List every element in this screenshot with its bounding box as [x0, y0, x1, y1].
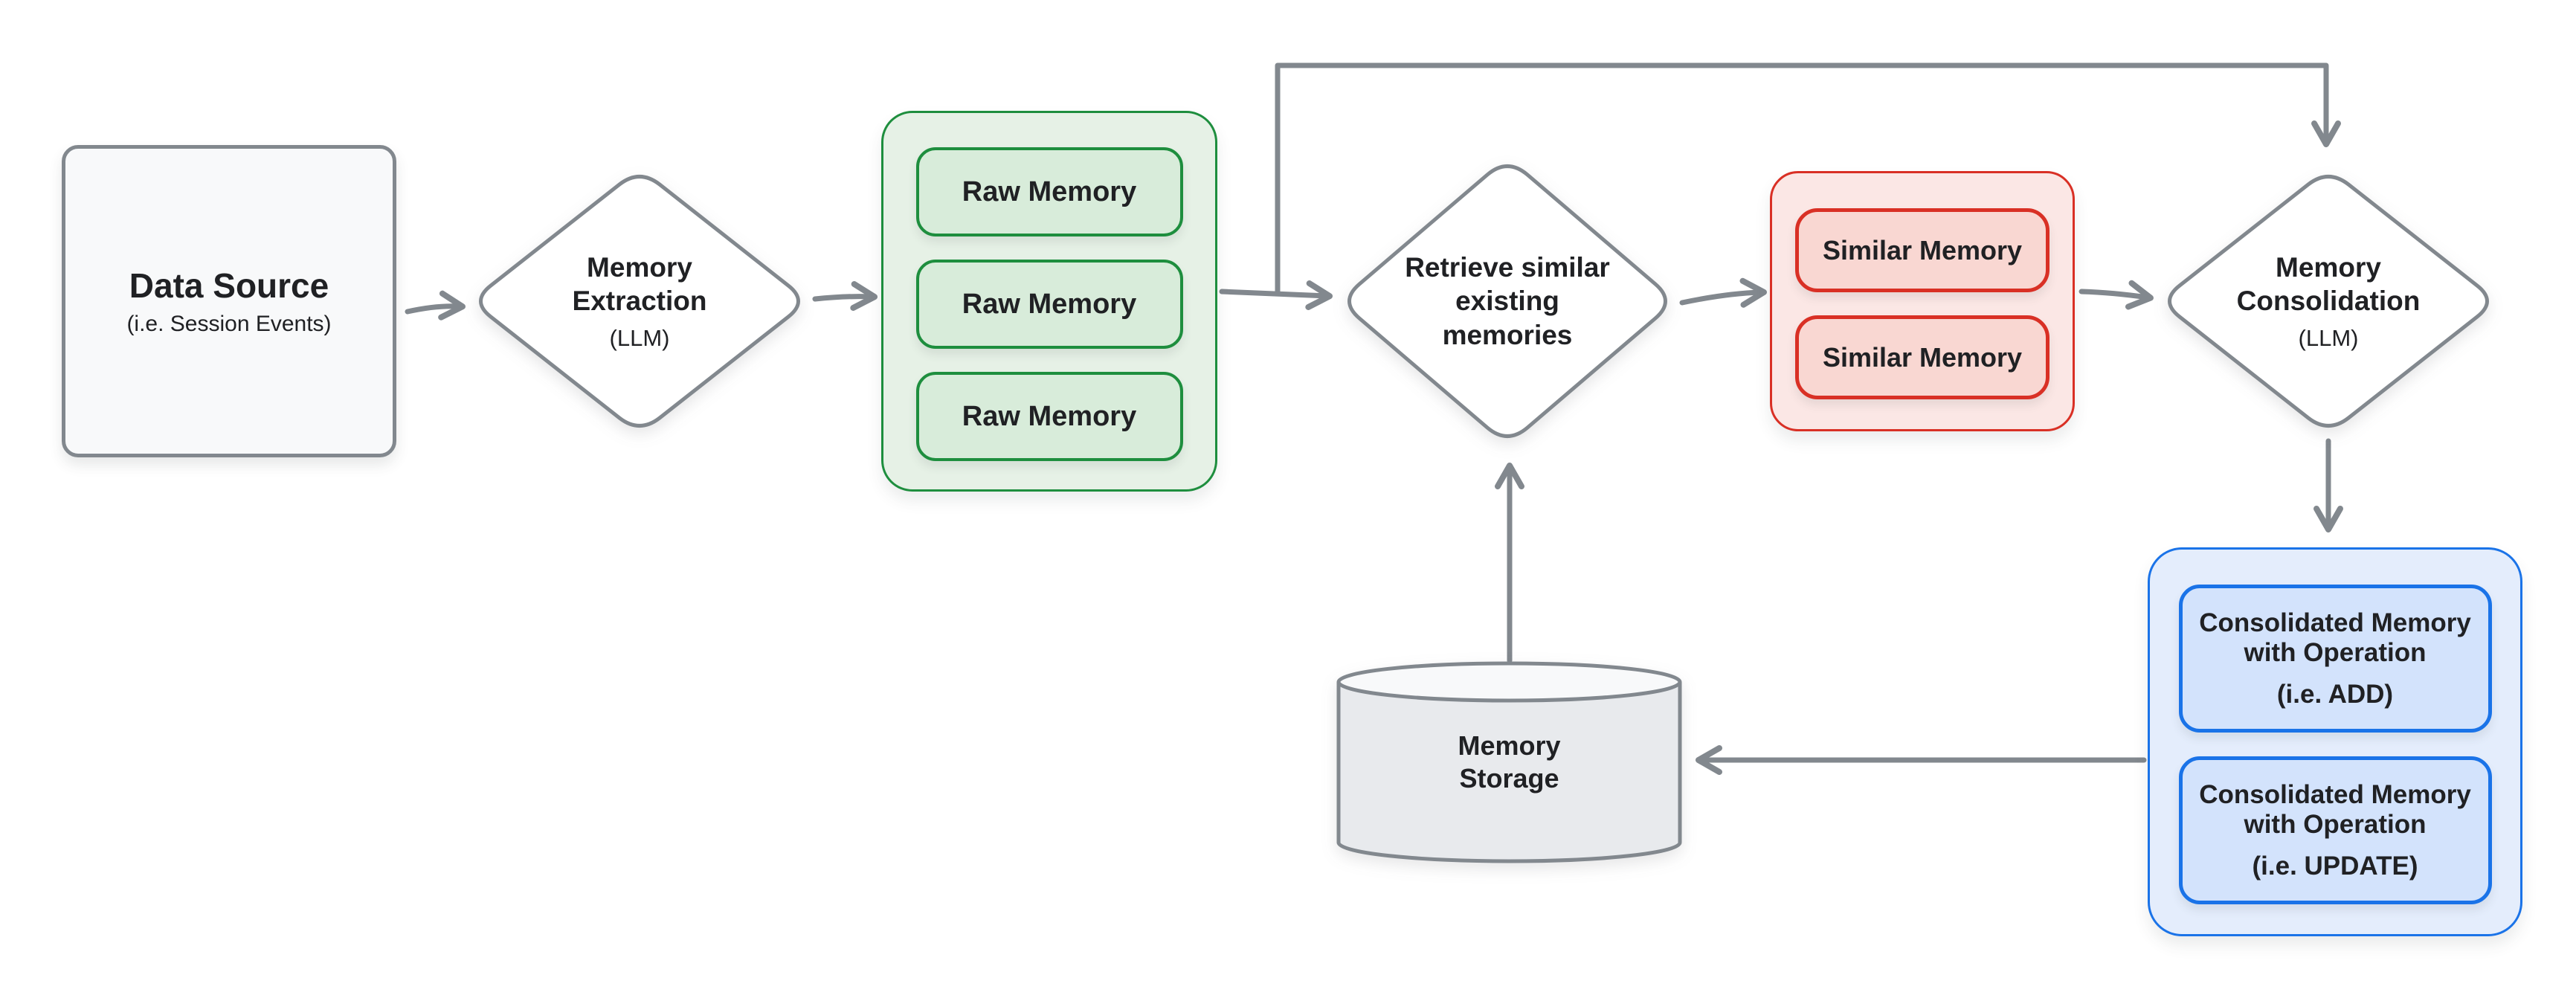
memory-storage-title: Memory Storage: [1458, 730, 1561, 794]
consolidated-memory-box: Consolidated Memory with Operation (i.e.…: [2178, 585, 2492, 733]
similar-memory-group: Similar Memory Similar Memory: [1770, 171, 2075, 431]
data-source-node: Data Source (i.e. Session Events): [62, 145, 396, 457]
raw-memory-label: Raw Memory: [962, 176, 1137, 207]
memory-extraction-diamond: [479, 175, 800, 428]
data-source-title: Data Source: [129, 266, 329, 305]
memory-consolidation-label: Memory Consolidation (LLM): [2180, 245, 2477, 357]
raw-memory-label: Raw Memory: [962, 400, 1137, 432]
memory-consolidation-diamond: [2168, 175, 2489, 428]
similar-memory-box: Similar Memory: [1795, 315, 2049, 399]
retrieve-similar-title: Retrieve similar existing memories: [1405, 252, 1610, 350]
edge-datasource-to-extraction: [405, 290, 466, 321]
retrieve-similar-label: Retrieve similar existing memories: [1359, 239, 1656, 363]
similar-memory-label: Similar Memory: [1822, 234, 2023, 265]
consolidated-memory-operation: (i.e. ADD): [2276, 679, 2394, 709]
memory-consolidation-subtitle: (LLM): [2298, 325, 2359, 352]
raw-memory-box: Raw Memory: [915, 260, 1183, 349]
memory-storage-label: Memory Storage: [1361, 721, 1658, 803]
memory-storage-cylinder: [1336, 661, 1682, 863]
raw-memory-box: Raw Memory: [915, 372, 1183, 461]
edge-feedback-top-rail: [1275, 62, 2341, 296]
raw-memory-box: Raw Memory: [915, 147, 1183, 236]
consolidated-memory-operation: (i.e. UPDATE): [2252, 851, 2418, 881]
edge-similar-to-consolidation: [2078, 280, 2154, 310]
consolidated-memory-box: Consolidated Memory with Operation (i.e.…: [2178, 756, 2492, 904]
consolidated-memory-title: Consolidated Memory with Operation: [2199, 779, 2471, 839]
retrieve-similar-diamond: [1347, 164, 1667, 438]
raw-memory-group: Raw Memory Raw Memory Raw Memory: [881, 111, 1217, 492]
similar-memory-box: Similar Memory: [1795, 208, 2049, 292]
raw-memory-label: Raw Memory: [962, 288, 1137, 320]
memory-consolidation-title: Memory Consolidation: [2236, 251, 2421, 316]
consolidated-memory-group: Consolidated Memory with Operation (i.e.…: [2148, 547, 2522, 936]
edge-extraction-to-rawmemories: [812, 281, 878, 311]
edge-rawmemories-to-retrieve: [1219, 280, 1333, 310]
data-source-subtitle: (i.e. Session Events): [126, 312, 332, 336]
similar-memory-label: Similar Memory: [1822, 341, 2023, 373]
memory-extraction-subtitle: (LLM): [609, 325, 670, 352]
memory-extraction-label: Memory Extraction (LLM): [491, 245, 788, 357]
edge-retrieve-to-similar: [1679, 277, 1767, 308]
consolidated-memory-title: Consolidated Memory with Operation: [2199, 608, 2471, 667]
memory-extraction-title: Memory Extraction: [572, 251, 707, 316]
